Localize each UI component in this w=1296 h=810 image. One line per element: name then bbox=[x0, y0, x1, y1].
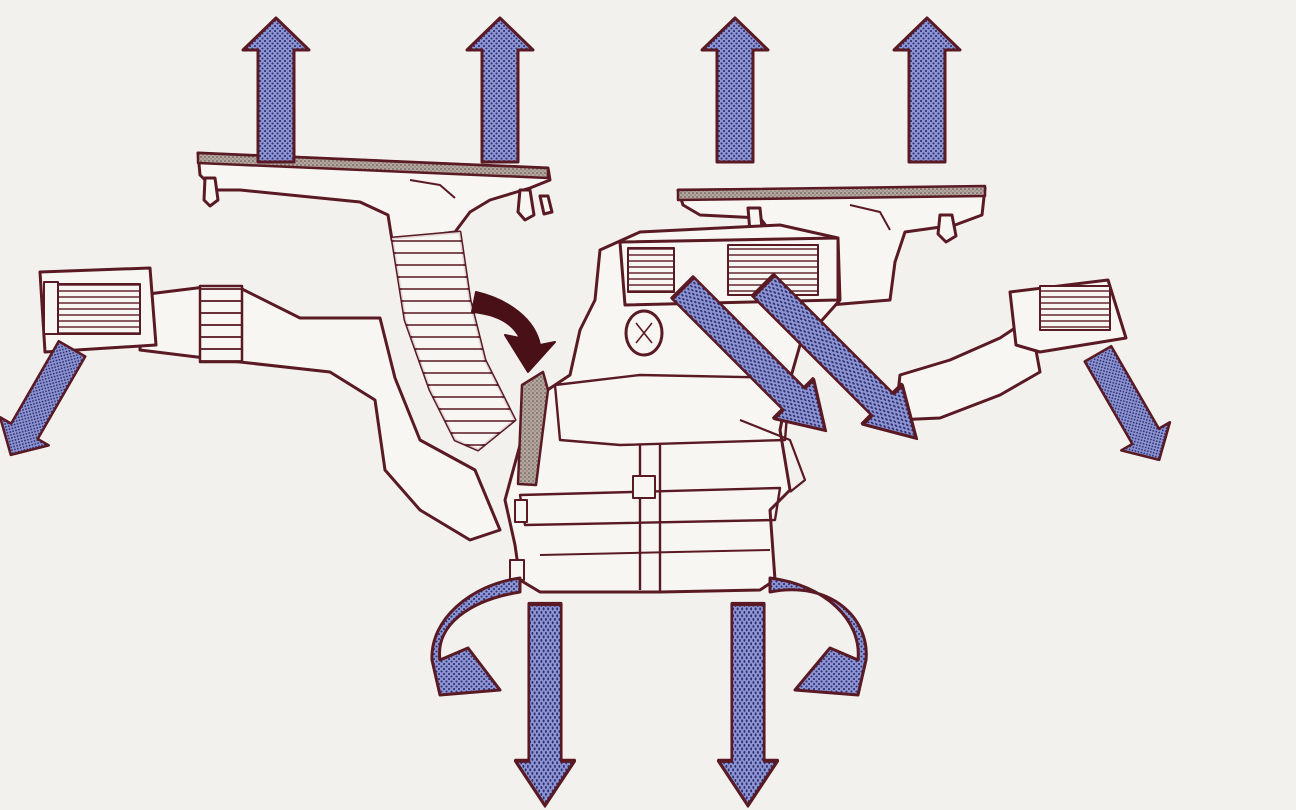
airflow-arrow-icon bbox=[892, 16, 962, 164]
airflow-arrow-icon bbox=[700, 16, 770, 164]
right-side-vent-duct bbox=[893, 278, 1128, 422]
airflow-arrow-icon bbox=[1072, 338, 1185, 476]
airflow-arrow-icon bbox=[515, 604, 574, 806]
fresh-air-intake-arrow-icon bbox=[471, 291, 556, 373]
curved-airflow-arrow-icon bbox=[768, 576, 868, 697]
foam-seal-strip bbox=[516, 370, 550, 487]
airflow-arrow-icon bbox=[241, 16, 311, 164]
airflow-arrow-icon bbox=[465, 16, 535, 164]
curved-airflow-arrow-icon bbox=[430, 576, 522, 697]
airflow-arrow-icon bbox=[0, 333, 98, 471]
left-defroster-duct bbox=[196, 151, 554, 242]
defroster-corrugated-hose bbox=[390, 230, 517, 452]
airflow-arrow-icon bbox=[718, 604, 777, 806]
heater-blower-unit bbox=[503, 223, 842, 594]
left-side-vent-duct bbox=[38, 266, 502, 542]
